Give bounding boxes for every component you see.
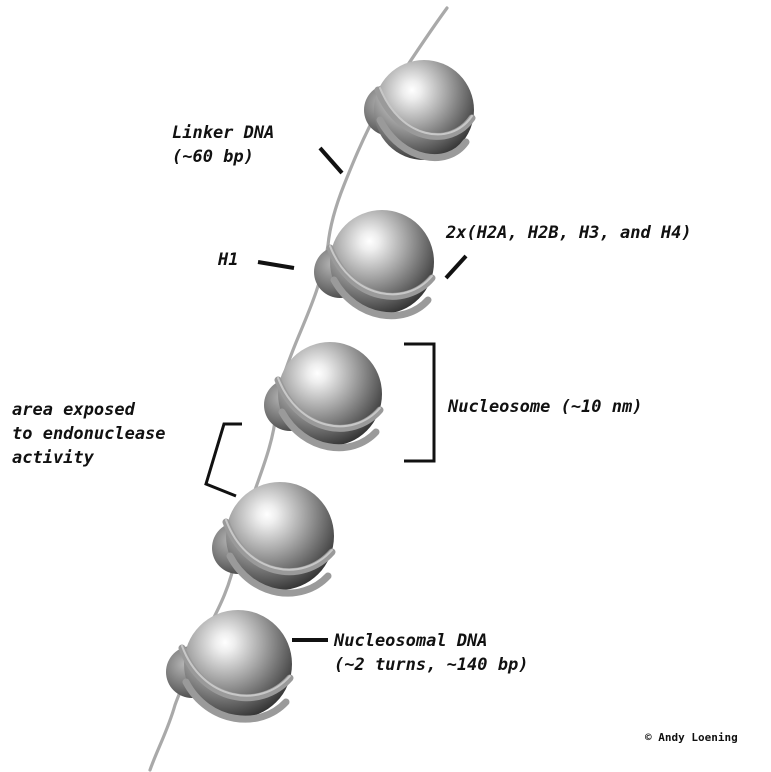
nucleosome-2 xyxy=(314,210,436,320)
h1-label: H1 xyxy=(217,250,238,270)
exposed-area-bracket xyxy=(204,422,242,498)
linker-dna-label: Linker DNA xyxy=(172,123,274,143)
exposed-area-label-line2: to endonuclease xyxy=(12,424,166,444)
linker-dna-pointer xyxy=(318,146,344,175)
nucleosome-5 xyxy=(166,610,294,723)
nucleosome-3 xyxy=(264,342,384,452)
histone-octamer-label: 2x(H2A, H2B, H3, and H4) xyxy=(445,223,692,243)
copyright-credit: © Andy Loening xyxy=(645,731,738,744)
nucleosome-label: Nucleosome (~10 nm) xyxy=(447,397,642,417)
histone-octamer-pointer xyxy=(444,254,468,280)
nucleosome-1 xyxy=(364,60,476,162)
nucleosomal-dna-label: Nucleosomal DNA xyxy=(333,631,488,651)
exposed-area-label: area exposed xyxy=(12,400,136,420)
nucleosome-4 xyxy=(212,482,336,597)
histone-core xyxy=(184,610,292,718)
nucleosome-bracket xyxy=(404,342,436,463)
linker-dna-size-label: (~60 bp) xyxy=(172,147,254,167)
histone-core xyxy=(330,210,434,314)
h1-pointer xyxy=(257,260,295,270)
exposed-area-label-line3: activity xyxy=(12,448,95,468)
nucleosomal-dna-size-label: (~2 turns, ~140 bp) xyxy=(334,655,528,675)
